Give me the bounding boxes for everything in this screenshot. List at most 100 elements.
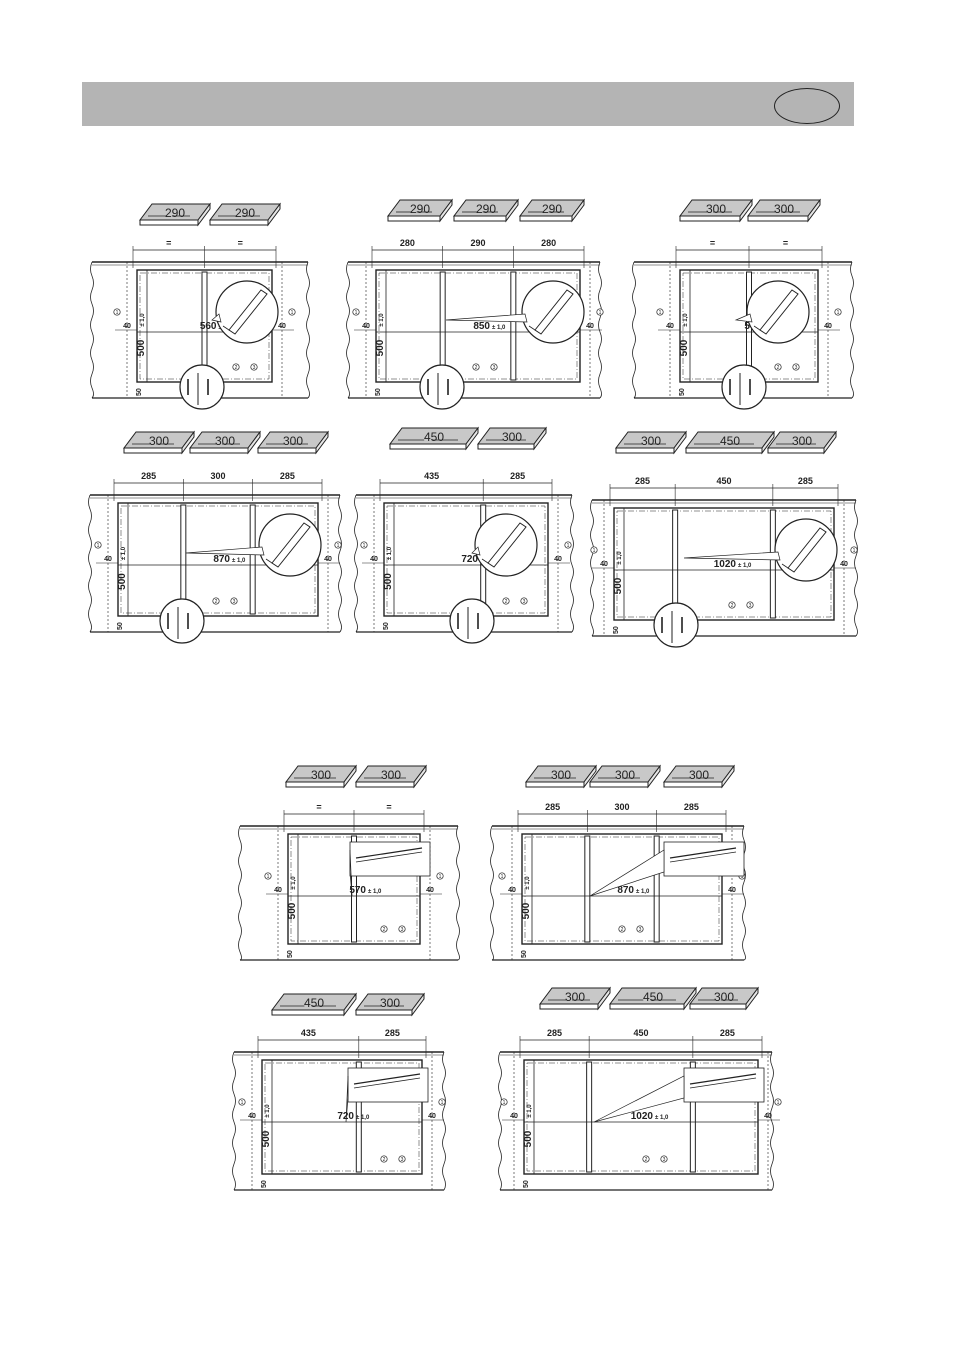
marker-1-left-label: 1 bbox=[241, 1100, 244, 1106]
marker-2-label: 2 bbox=[621, 927, 624, 933]
module-1-front bbox=[139, 219, 199, 226]
side-offset-left-label: 40 bbox=[248, 1113, 256, 1120]
side-offset-left-label: 40 bbox=[274, 887, 282, 894]
marker-1-left-label: 1 bbox=[593, 548, 596, 554]
break-line-right bbox=[598, 261, 602, 399]
marker-1-left bbox=[352, 308, 360, 316]
marker-3-label: 3 bbox=[401, 927, 404, 933]
module-2-label: 300 bbox=[774, 202, 794, 216]
side-offset-right-label: 40 bbox=[426, 887, 434, 894]
detail-bottom-magnifier bbox=[179, 364, 225, 410]
module-3-side bbox=[315, 430, 329, 455]
offset-bottom-label: 50 bbox=[136, 388, 143, 396]
support-bar-2 bbox=[769, 509, 776, 619]
dimension-label-1: 285 bbox=[547, 1028, 562, 1038]
module-2-front bbox=[589, 781, 649, 788]
marker-1-right bbox=[436, 872, 444, 880]
marker-3-label: 3 bbox=[493, 365, 496, 371]
dimension-label-1: 285 bbox=[635, 476, 650, 486]
marker-1-left-label: 1 bbox=[503, 1100, 506, 1106]
depth-tolerance: ± 1,0 bbox=[387, 546, 393, 560]
depth-value: 500 bbox=[523, 1130, 534, 1147]
break-line-left bbox=[88, 494, 92, 633]
module-1-front bbox=[271, 1009, 345, 1016]
side-offset-right-label: 40 bbox=[824, 323, 832, 330]
module-3-label: 300 bbox=[689, 768, 709, 782]
marker-1-right-label: 1 bbox=[837, 310, 840, 316]
detail-profile bbox=[759, 289, 799, 335]
module-1-front bbox=[389, 443, 467, 450]
depth-tolerance: ± 1,0 bbox=[617, 551, 623, 565]
depth-value: 500 bbox=[287, 902, 298, 919]
break-line-left bbox=[90, 261, 94, 399]
marker-1-left-label: 1 bbox=[659, 310, 662, 316]
dimension-label-1: = bbox=[316, 802, 321, 812]
depth-tolerance: ± 1,0 bbox=[525, 876, 531, 890]
break-line-left bbox=[590, 499, 594, 637]
offset-bottom-label: 50 bbox=[117, 622, 124, 630]
support-bar-2 bbox=[689, 1061, 696, 1173]
marker-2-label: 2 bbox=[475, 365, 478, 371]
detail-box bbox=[683, 1067, 765, 1103]
detail-pointer bbox=[593, 1075, 685, 1123]
module-3-front bbox=[689, 1003, 747, 1010]
header-bar bbox=[82, 82, 854, 126]
module-3-side bbox=[571, 198, 585, 223]
depth-tolerance: ± 1,0 bbox=[379, 313, 385, 327]
module-3-side bbox=[823, 430, 837, 455]
module-1-side bbox=[439, 198, 453, 223]
width-tolerance: ± 1,0 bbox=[655, 1115, 669, 1121]
module-2-front bbox=[453, 215, 507, 222]
module-1-front bbox=[387, 215, 441, 222]
dimension-label-2: 285 bbox=[510, 471, 525, 481]
detail-box bbox=[663, 841, 745, 877]
detail-profile bbox=[534, 289, 574, 335]
break-line-right bbox=[854, 499, 858, 637]
offset-bottom-label: 50 bbox=[383, 622, 390, 630]
detail-bottom-magnifier bbox=[721, 364, 767, 410]
marker-3 bbox=[746, 601, 754, 609]
module-2-label: 300 bbox=[215, 434, 235, 448]
depth-tolerance: ± 1,0 bbox=[121, 546, 127, 560]
marker-3 bbox=[230, 597, 238, 605]
marker-2 bbox=[728, 601, 736, 609]
detail-pointer bbox=[471, 546, 481, 556]
depth-value: 500 bbox=[136, 339, 147, 356]
module-3-label: 300 bbox=[283, 434, 303, 448]
side-offset-left-label: 40 bbox=[666, 323, 674, 330]
dimension-label-3: 285 bbox=[684, 802, 699, 812]
detail-pointer bbox=[185, 546, 265, 556]
depth-tolerance: ± 1,0 bbox=[140, 313, 146, 327]
dimension-label-2: 290 bbox=[470, 238, 485, 248]
module-2-label: 300 bbox=[615, 768, 635, 782]
module-2-side bbox=[683, 986, 697, 1011]
marker-1-left-label: 1 bbox=[97, 543, 100, 549]
support-bar-2 bbox=[249, 504, 256, 615]
module-2-front bbox=[477, 443, 535, 450]
module-2-side bbox=[533, 426, 547, 451]
module-2-side bbox=[413, 764, 427, 789]
marker-3-label: 3 bbox=[639, 927, 642, 933]
detail-rail bbox=[355, 847, 423, 859]
dimension-label-2: 285 bbox=[385, 1028, 400, 1038]
cutout-inner bbox=[264, 1062, 420, 1172]
width-tolerance: ± 1,0 bbox=[738, 563, 752, 569]
detail-leader bbox=[481, 558, 489, 564]
marker-1-left-label: 1 bbox=[267, 874, 270, 880]
detail-leader bbox=[265, 558, 273, 564]
marker-1-right-label: 1 bbox=[291, 310, 294, 316]
break-line-right bbox=[442, 1051, 446, 1191]
marker-1-right bbox=[834, 308, 842, 316]
marker-1-left-label: 1 bbox=[116, 310, 119, 316]
marker-3-label: 3 bbox=[401, 1157, 404, 1163]
side-offset-left-label: 40 bbox=[370, 556, 378, 563]
detail-profile bbox=[487, 522, 527, 568]
marker-1-right bbox=[774, 1098, 782, 1106]
module-1-label: 300 bbox=[706, 202, 726, 216]
marker-3-label: 3 bbox=[795, 365, 798, 371]
cutout bbox=[261, 1059, 423, 1175]
detail-box bbox=[349, 841, 431, 877]
